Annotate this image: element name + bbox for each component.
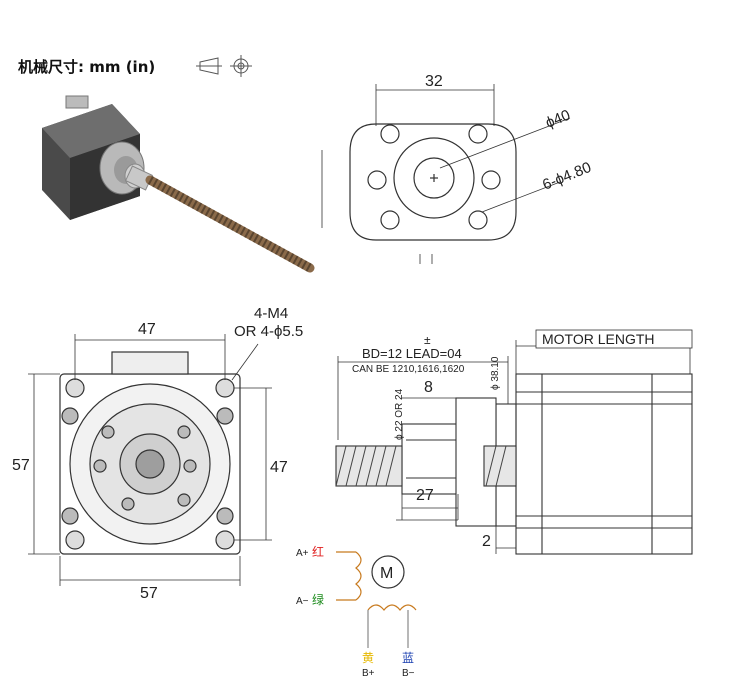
- lead-label: BD=12 LEAD=04: [362, 346, 462, 361]
- front-height-left: 57: [12, 457, 30, 474]
- nut-dia-label: ϕ 22 OR 24: [394, 388, 405, 440]
- flange-dia-label: ϕ 38.10: [490, 356, 501, 390]
- motor-length-box: [535, 329, 693, 349]
- flange-holes-label: 6-ϕ4.80: [540, 159, 594, 194]
- flange-width-label: 32: [425, 73, 443, 90]
- front-hole-label-1: 4-M4: [254, 305, 288, 322]
- page-title: 机械尺寸: mm (in): [18, 58, 156, 76]
- front-hole-label-2: OR 4-ϕ5.5: [234, 323, 303, 340]
- front-hole-spacing-top: 47: [138, 321, 156, 338]
- wiring-diagram: [336, 551, 417, 648]
- motor-length-label: MOTOR LENGTH: [542, 331, 655, 347]
- front-view: [28, 334, 272, 586]
- front-width-bottom: 57: [140, 585, 158, 602]
- nut-length-label: 27: [416, 487, 434, 504]
- step-label: 2: [482, 533, 491, 550]
- b-plus-color: 黄: [362, 651, 374, 665]
- flange-bore-label: ϕ40: [543, 107, 573, 132]
- front-hole-spacing-right: 47: [270, 459, 288, 476]
- b-minus-label: B−: [402, 668, 415, 679]
- a-plus-color: 红: [312, 544, 324, 559]
- motor-symbol: M: [380, 565, 393, 582]
- b-plus-label: B+: [362, 668, 375, 679]
- ball-screw-thread: [335, 445, 507, 487]
- a-minus-prefix: A−: [296, 596, 309, 607]
- b-minus-color: 蓝: [402, 651, 414, 665]
- nut-offset-label: 8: [424, 379, 433, 396]
- motor-isometric-image: [42, 95, 315, 273]
- side-view: [335, 340, 693, 555]
- a-minus-color: 绿: [312, 592, 324, 607]
- plus-minus-label: ±: [424, 333, 431, 347]
- can-be-label: CAN BE 1210,1616,1620: [352, 364, 465, 375]
- flange-view: [321, 84, 571, 264]
- a-plus-prefix: A+: [296, 548, 309, 559]
- third-angle-projection-icon: [196, 55, 252, 77]
